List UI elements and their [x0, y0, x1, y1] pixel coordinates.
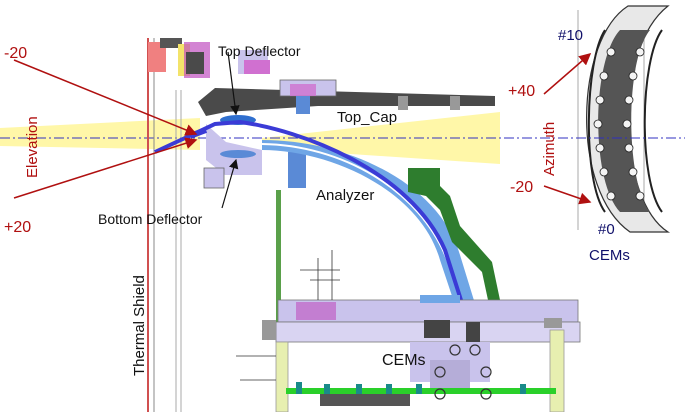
thermal-shield-label: Thermal Shield — [131, 275, 148, 376]
bottom-deflector-plate — [220, 150, 256, 158]
cems-label-bottom: CEMs — [382, 352, 426, 369]
top-deflector-pointer — [227, 51, 240, 116]
elevation-plus-arrow — [13, 137, 198, 199]
top-deflector-label: Top Deflector — [218, 43, 301, 59]
cem-last-label: #10 — [558, 27, 583, 44]
elevation-minus-arrow — [13, 59, 198, 136]
cem-array-view — [540, 5, 685, 233]
diagram-labels: Top Deflector Bottom Deflector Top_Cap A… — [4, 27, 630, 376]
cem-first-label: #0 — [598, 221, 615, 238]
elevation-plus-value: +20 — [4, 219, 31, 236]
top-cap — [198, 79, 495, 116]
azimuth-plus-value: +40 — [508, 83, 535, 100]
azimuth-label: Azimuth — [541, 122, 558, 176]
green-housing — [276, 168, 500, 350]
elevation-minus-value: -20 — [4, 45, 27, 62]
particle-trajectory — [154, 119, 470, 323]
azimuth-minus-arrow — [543, 185, 592, 205]
bottom-deflector-pointer — [221, 158, 239, 209]
analyzer-label: Analyzer — [316, 187, 374, 204]
lower-assembly — [262, 295, 581, 412]
top-mount-parts — [148, 38, 270, 78]
cems-label-right: CEMs — [589, 247, 630, 264]
bottom-deflector-label: Bottom Deflector — [98, 211, 203, 227]
elevation-label: Elevation — [24, 116, 41, 178]
dimension-marks — [236, 250, 340, 381]
deflectors — [203, 115, 306, 189]
annotation-arrows — [13, 51, 592, 209]
azimuth-minus-value: -20 — [510, 179, 533, 196]
azimuth-plus-arrow — [543, 53, 592, 95]
top-cap-label: Top_Cap — [337, 109, 397, 126]
